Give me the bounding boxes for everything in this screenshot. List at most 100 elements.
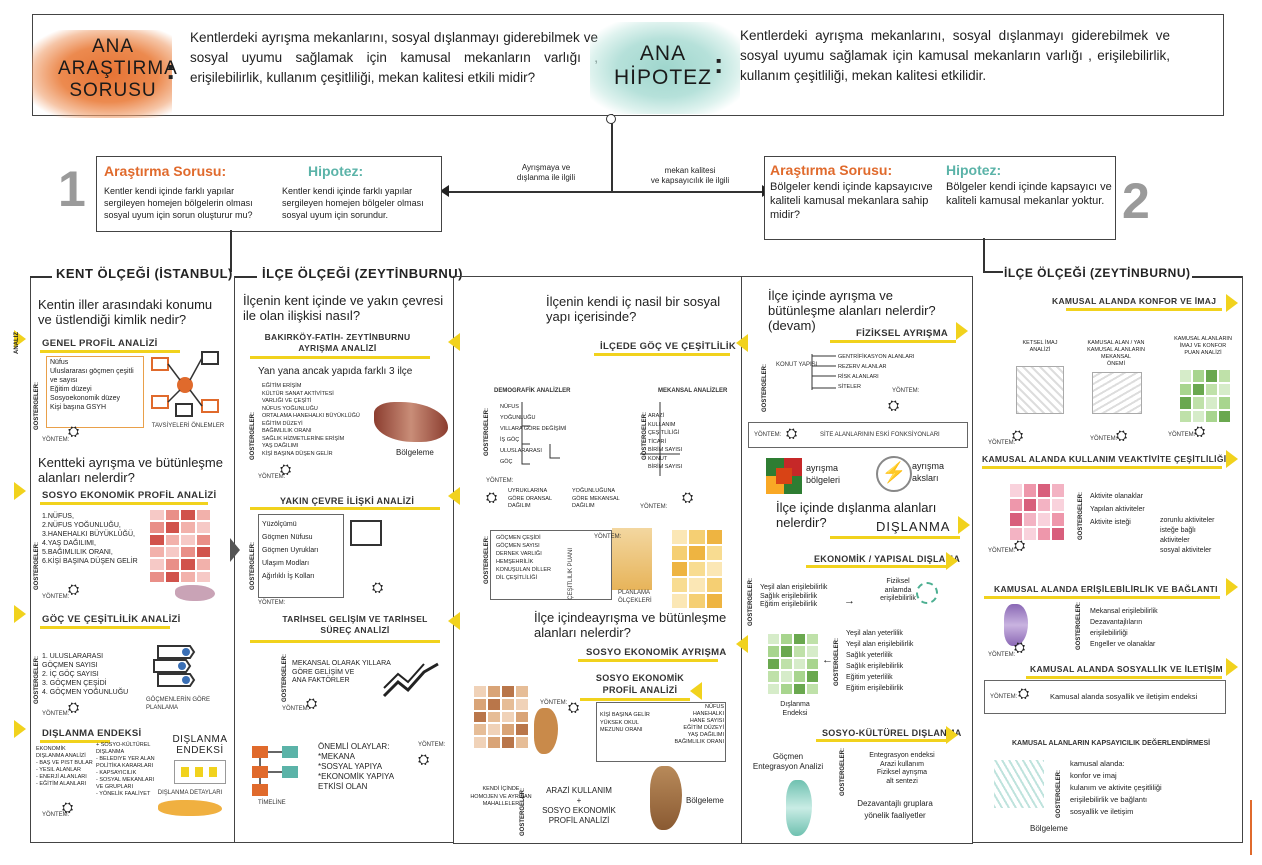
col4-s2-caption: Dışlanma Endeksi: [780, 701, 810, 717]
col2-timeline-caption: TİMELİNE: [258, 800, 286, 806]
heatmap-cell: [474, 711, 486, 723]
section-underline: [250, 356, 430, 359]
heatmap-cell: [807, 646, 818, 657]
col2-frame: [235, 276, 454, 843]
section-arrow-icon: [736, 635, 748, 653]
method-label: YÖNTEM:: [282, 706, 310, 712]
arrow-left-icon: [440, 185, 449, 197]
branch1-question-text: Kentler kendi içinde farklı yapılar serg…: [104, 186, 253, 220]
heatmap-cell: [165, 571, 179, 582]
heatmap-cell: [1024, 513, 1036, 526]
col3-section-socio-segregation: SOSYO EKONOMİK AYRIŞMA: [586, 647, 727, 658]
heatmap-cell: [196, 534, 210, 545]
connector-line: [983, 238, 985, 272]
people-group-icon: ⛭: [1012, 427, 1024, 443]
section-underline: [830, 536, 960, 539]
people-group-icon: ⛭: [68, 699, 80, 715]
col3-footer1: KENDİ İÇİNDE HOMOJEN VE AYRIŞAN MAHALLEL…: [470, 786, 532, 807]
heatmap-cell: [1052, 498, 1064, 511]
heatmap-cell: [672, 530, 688, 544]
heatmap-cell: [768, 683, 779, 694]
segregation-map-icon: [766, 458, 802, 494]
heatmap-cell: [474, 724, 486, 736]
arrow-right-icon: →: [844, 595, 855, 607]
col2-question-1: İlçenin kent içinde ve yakın çevresi ile…: [243, 293, 444, 323]
branch1-arrow-label: Ayrışmaya ve dışlanma ile ilgili: [516, 163, 576, 182]
people-group-icon: ⛭: [1014, 537, 1026, 553]
col2-s1-list: EĞİTİM ERİŞİM KÜLTÜR SANAT AKTİVİTESİ VA…: [262, 383, 360, 457]
col5-heatmap-green: [1180, 370, 1230, 422]
main-question-text: Kentlerdeki ayrışma mekanlarını, sosyal …: [190, 30, 598, 85]
col1-s4-caption: DIŞLANMA DETAYLARI: [157, 790, 223, 796]
people-group-icon: ⛭: [888, 397, 900, 413]
map-icon: [786, 780, 812, 836]
col3-frame: [453, 276, 742, 844]
heatmap-cell: [488, 698, 500, 710]
people-group-icon: ⛭: [486, 489, 498, 505]
col5-s1-a: KETSEL İMAJ ANALİZİ: [1022, 340, 1058, 353]
col3-footer2: ARAZİ KULLANIM + SOSYO EKONOMİK PROFİL A…: [542, 786, 616, 825]
teal-watercolor-blot: [590, 22, 740, 114]
col3-demo-title: DEMOGRAFİK ANALİZLER: [494, 388, 571, 394]
branch2-hypothesis-text: Bölgeler kendi içinde kapsayıcı ve kalit…: [946, 181, 1112, 207]
heatmap-cell: [150, 571, 164, 582]
heatmap-cell: [672, 578, 688, 592]
method-label: YÖNTEM:: [988, 548, 1016, 554]
heatmap-cell: [794, 683, 805, 694]
people-group-icon: ⛭: [1014, 639, 1026, 655]
col1-s1-box: [46, 356, 144, 428]
col5-s4-box: [984, 680, 1226, 714]
heatmap-cell: [689, 562, 705, 576]
col4-s1-list: GENTRİFİKASYON ALANLARI REZERV ALANLAR R…: [838, 354, 915, 390]
col4-s1-caption: SİTE ALANLARININ ESKİ FONKSİYONLARI: [820, 432, 940, 438]
arrow-left-icon: ←: [822, 654, 833, 666]
people-group-icon: ⛭: [68, 423, 80, 439]
heatmap-cell: [196, 571, 210, 582]
col4-s2-list2: Yeşil alan yeterlilik Yeşil alan erişile…: [846, 630, 914, 692]
map-icon: [175, 585, 215, 601]
branch2-hypothesis-title: Hipotez:: [946, 162, 1002, 178]
heatmap-cell: [150, 534, 164, 545]
col3-section-migration: İLÇEDE GÖÇ VE ÇEŞİTLİLİK: [600, 341, 736, 352]
heatmap-cell: [474, 686, 486, 697]
col1-s3-list: 1. ULUSLARARASI GÖÇMEN SAYISI 2. İÇ GÖÇ …: [42, 653, 129, 696]
col1-heatmap: [150, 510, 210, 582]
heatmap-cell: [502, 737, 514, 748]
heatmap-cell: [1193, 397, 1204, 409]
heatmap-cell: [181, 546, 195, 558]
col4-question-1: İlçe içinde ayrışma ve bütünleşme alanla…: [768, 288, 936, 333]
col1-s1-list: Nüfus Uluslararası göçmen çeşitli ve say…: [50, 359, 134, 411]
col4-s1-left: KONUT YAPISI: [776, 362, 818, 368]
indicators-label: GÖSTERGELER:: [484, 535, 490, 584]
col4-frame: [741, 276, 973, 844]
col4-s3-left: Göçmen Entegrasyon Analizi: [752, 752, 824, 771]
heatmap-cell: [196, 510, 210, 521]
col5-s5-list: kamusal alanda: konfor ve imaj kulanım v…: [1070, 759, 1162, 816]
heatmap-cell: [488, 711, 500, 723]
heatmap-cell: [706, 578, 722, 592]
heatmap-cell: [150, 546, 164, 558]
map-icon: [534, 708, 558, 754]
section-arrow-icon: [448, 333, 460, 351]
heatmap-cell: [1010, 527, 1022, 540]
section-underline: [594, 353, 730, 356]
col4-question-2: İlçe içinde dışlanma alanları nelerdir?: [776, 500, 937, 530]
map-icon: [650, 766, 682, 830]
heatmap-cell: [1010, 513, 1022, 526]
method-label: YÖNTEM:: [42, 812, 70, 818]
col3-box-list: GÖÇMEN ÇEŞİDİ GÖÇMEN SAYISI DERNEK VARLI…: [496, 535, 552, 581]
indicators-label: GÖSTERGELER:: [1078, 491, 1084, 540]
heatmap-cell: [165, 546, 179, 558]
indicators-label: GÖSTERGELER:: [484, 407, 490, 456]
col4-legend-2: ayrışma aksları: [912, 461, 945, 483]
heatmap-cell: [689, 546, 705, 560]
col5-heatmap-pink: [1010, 484, 1064, 540]
indicators-label: GÖSTERGELER:: [34, 381, 40, 430]
col2-s2-list: Yüzölçümü Göçmen Nüfusu Göçmen Uyrukları…: [262, 521, 319, 580]
col1-section-migration: GÖÇ VE ÇEŞİTLİLİK ANALİZİ: [42, 614, 181, 625]
heatmap-cell: [768, 671, 779, 682]
heatmap-cell: [807, 683, 818, 694]
branch2-number: 2: [1122, 173, 1150, 229]
section-underline: [578, 659, 718, 662]
heatmap-cell: [1024, 527, 1036, 540]
